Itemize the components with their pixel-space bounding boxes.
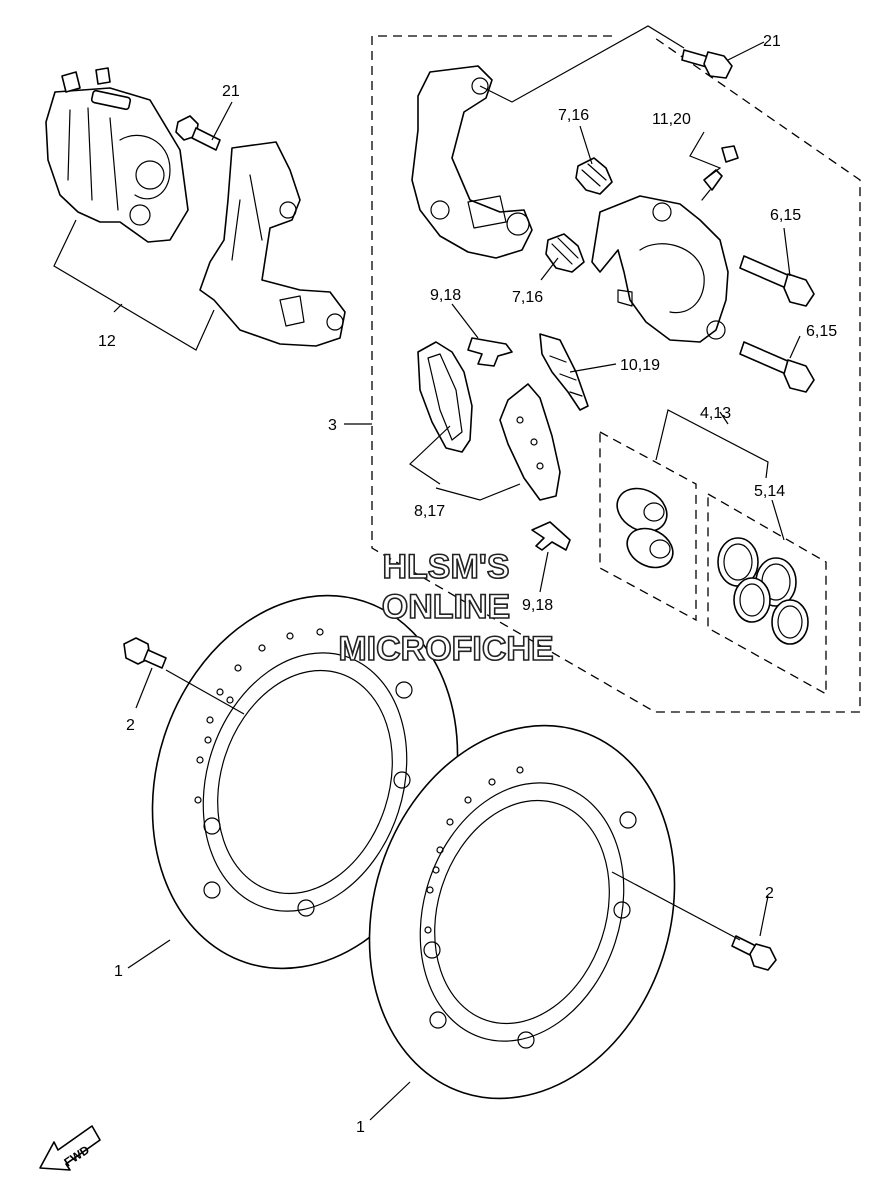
disc-bolt-2-right[interactable] — [731, 935, 777, 971]
pad-support-10-19[interactable] — [539, 333, 589, 411]
callout-10-19: 10,19 — [620, 357, 660, 374]
callout-21-right: 21 — [763, 33, 781, 50]
piston-4-13[interactable] — [610, 480, 680, 575]
callout-2-right: 2 — [765, 885, 774, 902]
callout-labels: 21 21 12 3 7,16 7,16 11,20 6,15 6,15 9,1… — [98, 33, 837, 1136]
disc-bolt-2-left[interactable] — [123, 637, 167, 669]
callout-1-left: 1 — [114, 963, 123, 980]
brake-pad-8-17-front[interactable] — [417, 341, 473, 453]
caliper-assembly-left[interactable] — [45, 67, 189, 243]
disc-holes-right — [424, 766, 524, 934]
caliper-bracket-left[interactable] — [199, 141, 346, 347]
callout-5-14: 5,14 — [754, 483, 785, 500]
pin-6-15-upper[interactable] — [739, 255, 815, 307]
watermark: HLSM'S ONLINE MICROFICHE — [338, 547, 555, 669]
bolt-21-left[interactable] — [175, 115, 221, 151]
callout-9-18-lower: 9,18 — [522, 597, 553, 614]
callout-7-16-upper: 7,16 — [558, 107, 589, 124]
watermark-line-2: ONLINE — [382, 588, 510, 626]
callout-3: 3 — [328, 417, 337, 434]
callout-7-16-lower: 7,16 — [512, 289, 543, 306]
caliper-body-right[interactable] — [591, 195, 729, 343]
callout-21-left: 21 — [222, 83, 240, 100]
boot-7-16-upper[interactable] — [575, 157, 613, 195]
pin-6-15-lower[interactable] — [739, 341, 815, 393]
pad-spring-9-18-upper[interactable] — [467, 337, 513, 367]
watermark-line-1: HLSM'S — [382, 548, 509, 586]
callout-2-left: 2 — [126, 717, 135, 734]
disc-holes-left — [194, 628, 324, 804]
callout-8-17: 8,17 — [414, 503, 445, 520]
bleeder-valve-11-20[interactable] — [701, 145, 739, 201]
caliper-bracket-right[interactable] — [411, 65, 533, 259]
callout-9-18-upper: 9,18 — [430, 287, 461, 304]
brake-disc-1-right[interactable] — [323, 686, 722, 1139]
caliper-kit-boundary — [371, 35, 861, 713]
leader-lines — [53, 25, 801, 1121]
callout-4-13: 4,13 — [700, 405, 731, 422]
piston-kit-boundary — [599, 431, 827, 696]
seal-kit-5-14[interactable] — [717, 537, 809, 645]
fwd-arrow-icon: FWD — [39, 1125, 101, 1171]
brake-pad-8-17-rear[interactable] — [499, 383, 561, 501]
watermark-line-3: MICROFICHE — [338, 630, 553, 668]
callout-11-20: 11,20 — [652, 111, 691, 128]
callout-1-right: 1 — [356, 1119, 365, 1136]
callout-6-15-upper: 6,15 — [770, 207, 801, 224]
bolt-21-right[interactable] — [681, 49, 733, 79]
boot-7-16-lower[interactable] — [545, 233, 585, 273]
pad-spring-9-18-lower[interactable] — [531, 521, 571, 551]
callout-12: 12 — [98, 333, 116, 350]
callout-6-15-lower: 6,15 — [806, 323, 837, 340]
